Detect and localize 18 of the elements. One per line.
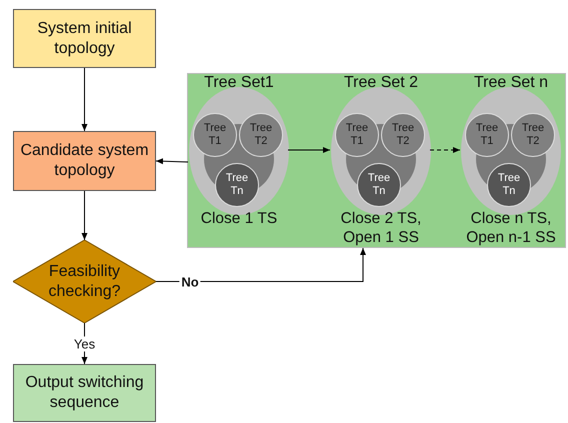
arrow <box>156 248 366 282</box>
tree-set-title: Tree Set1 <box>203 73 275 93</box>
arrow <box>82 190 88 240</box>
panel-background <box>187 73 566 248</box>
process-box: Candidate system topology <box>13 131 156 191</box>
arrow <box>430 146 460 153</box>
edge-label: Yes <box>72 336 98 351</box>
switch-caption: Close n TS, Open n-1 SS <box>465 209 557 247</box>
switch-caption: Close 2 TS, Open 1 SS <box>340 209 422 247</box>
tree-set-title: Tree Set 2 <box>342 73 420 93</box>
arrow <box>288 146 330 153</box>
switch-caption: Close 1 TS <box>200 209 278 228</box>
process-box: System initial topology <box>13 9 156 68</box>
arrow <box>156 158 188 164</box>
process-box: Output switching sequence <box>13 364 156 422</box>
tree-set-title: Tree Set n <box>472 73 550 93</box>
decision-diamond: Feasibility checking? <box>13 240 156 323</box>
arrow <box>82 68 88 132</box>
